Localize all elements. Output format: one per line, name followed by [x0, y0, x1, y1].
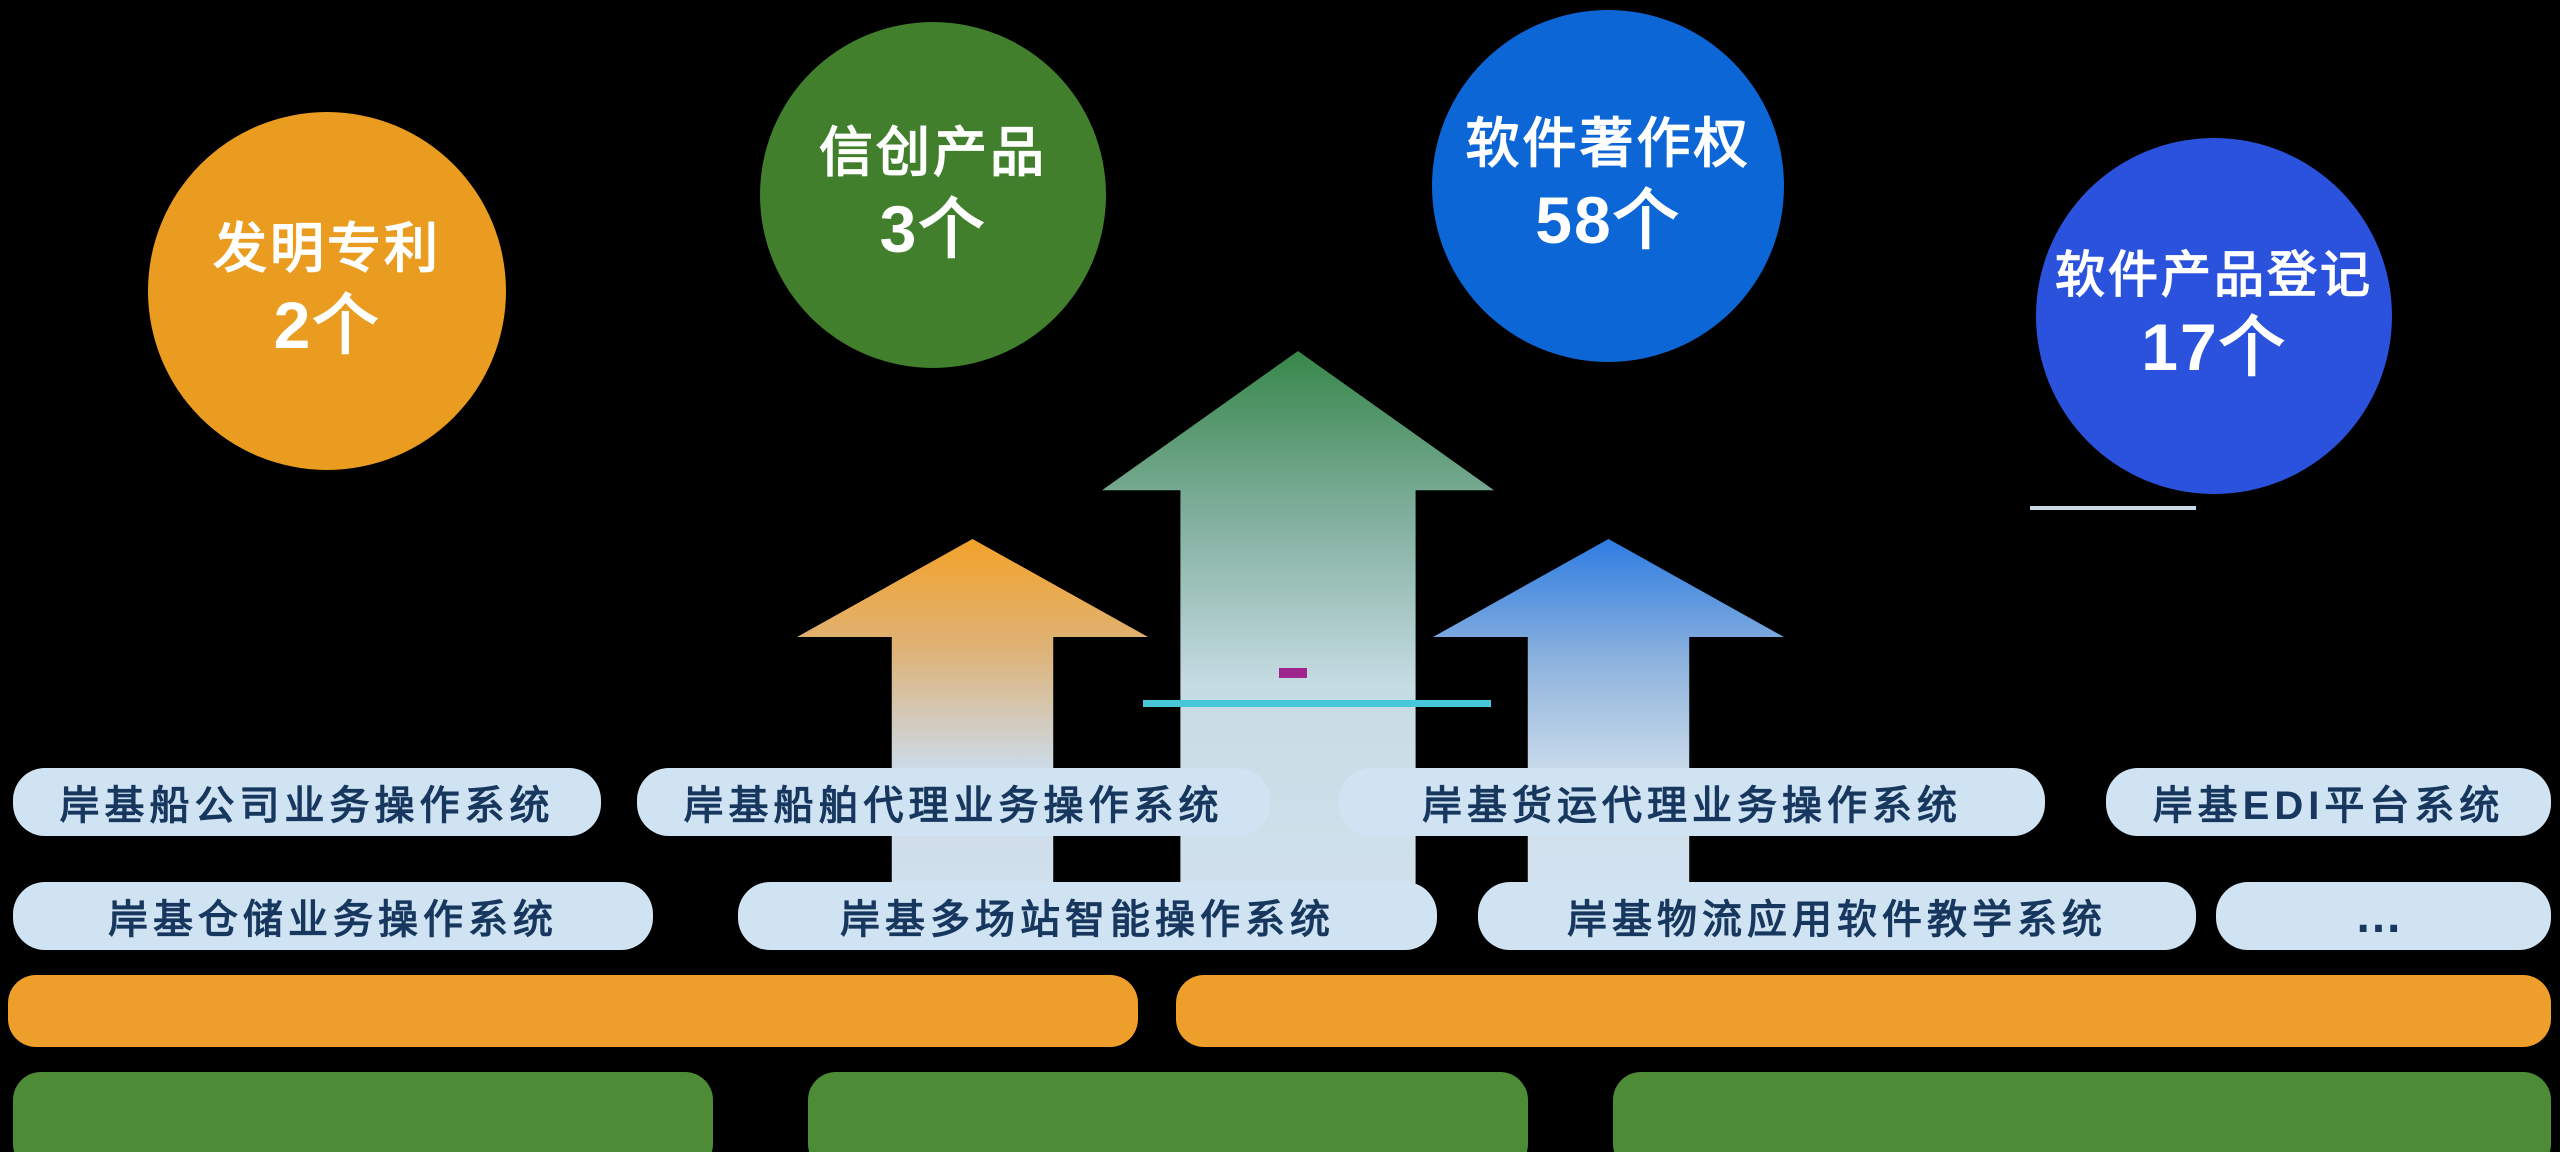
badge-count: 2个 — [273, 287, 381, 362]
system-pill-warehouse: 岸基仓储业务操作系统 — [13, 882, 653, 950]
orange-platform-bar-left — [8, 975, 1138, 1047]
green-foundation-bar-middle — [808, 1072, 1528, 1152]
blue-up-arrow-icon — [1433, 539, 1784, 931]
badge-invention-patents: 发明专利 2个 — [148, 112, 506, 470]
badge-count: 58个 — [1535, 182, 1681, 257]
system-pill-ship-company: 岸基船公司业务操作系统 — [13, 768, 601, 836]
badge-title: 信创产品 — [819, 123, 1047, 183]
orange-up-arrow-icon — [797, 539, 1148, 931]
badge-count: 3个 — [879, 191, 987, 266]
badge-software-copyrights: 软件著作权 58个 — [1432, 10, 1784, 362]
system-pill-multi-yard: 岸基多场站智能操作系统 — [738, 882, 1437, 950]
magenta-mark — [1279, 668, 1307, 678]
badge-title: 软件著作权 — [1465, 114, 1751, 174]
badge-software-product-registrations: 软件产品登记 17个 — [2036, 138, 2392, 494]
green-foundation-bar-right — [1613, 1072, 2551, 1152]
decorative-line — [2030, 506, 2196, 510]
badge-title: 软件产品登记 — [2055, 246, 2373, 303]
system-pill-logistics-teaching: 岸基物流应用软件教学系统 — [1478, 882, 2196, 950]
system-pill-freight-agency: 岸基货运代理业务操作系统 — [1339, 768, 2045, 836]
system-pill-edi-platform: 岸基EDI平台系统 — [2106, 768, 2551, 836]
orange-platform-bar-right — [1176, 975, 2551, 1047]
badge-title: 发明专利 — [213, 219, 441, 279]
badge-count: 17个 — [2141, 310, 2287, 384]
green-foundation-bar-left — [13, 1072, 713, 1152]
green-up-arrow-icon — [1102, 351, 1494, 931]
badge-xinchuang-products: 信创产品 3个 — [760, 22, 1106, 368]
cyan-mark — [1143, 700, 1491, 707]
system-pill-more: … — [2216, 882, 2551, 950]
system-pill-ship-agency: 岸基船舶代理业务操作系统 — [637, 768, 1270, 836]
